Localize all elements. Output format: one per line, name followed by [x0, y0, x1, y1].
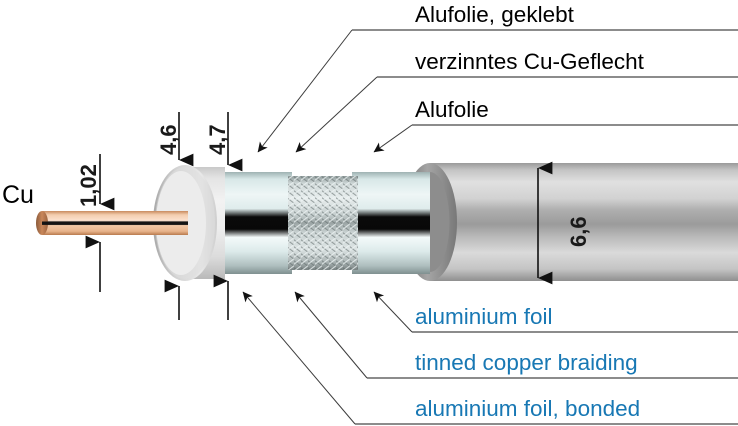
leader-alufolie-geklebt	[257, 29, 353, 153]
leader-alufolie	[373, 124, 413, 153]
leader-lines-top	[257, 29, 413, 153]
leader-verzinntes-cu-geflecht	[295, 76, 378, 153]
label-aluminium-foil-bonded: aluminium foil, bonded	[415, 396, 641, 421]
label-alufolie: Alufolie	[415, 97, 489, 122]
dimension-foil-diameter: 4,7	[205, 124, 230, 155]
cable-illustration	[36, 163, 738, 281]
copper-conductor	[36, 211, 188, 235]
label-verzinntes-cu-geflecht: verzinntes Cu-Geflecht	[415, 49, 644, 74]
dimension-arrows	[85, 112, 553, 320]
leader-tinned-copper-braiding	[294, 291, 368, 379]
leader-aluminium-foil-bonded	[242, 291, 356, 425]
aluminium-foil-layer	[206, 172, 430, 274]
dimension-dielectric-diameter: 4,6	[156, 124, 181, 155]
label-tinned-copper-braiding: tinned copper braiding	[415, 350, 638, 375]
dimension-jacket-diameter: 6,6	[566, 216, 591, 247]
label-aluminium-foil: aluminium foil	[415, 304, 553, 329]
leader-lines-bottom	[242, 291, 413, 425]
dimension-conductor-diameter: 1,02	[76, 164, 101, 207]
label-cu-conductor: Cu	[2, 181, 34, 209]
label-underlines	[352, 29, 738, 425]
leader-aluminium-foil	[373, 291, 413, 333]
label-alufolie-geklebt: Alufolie, geklebt	[415, 2, 574, 27]
